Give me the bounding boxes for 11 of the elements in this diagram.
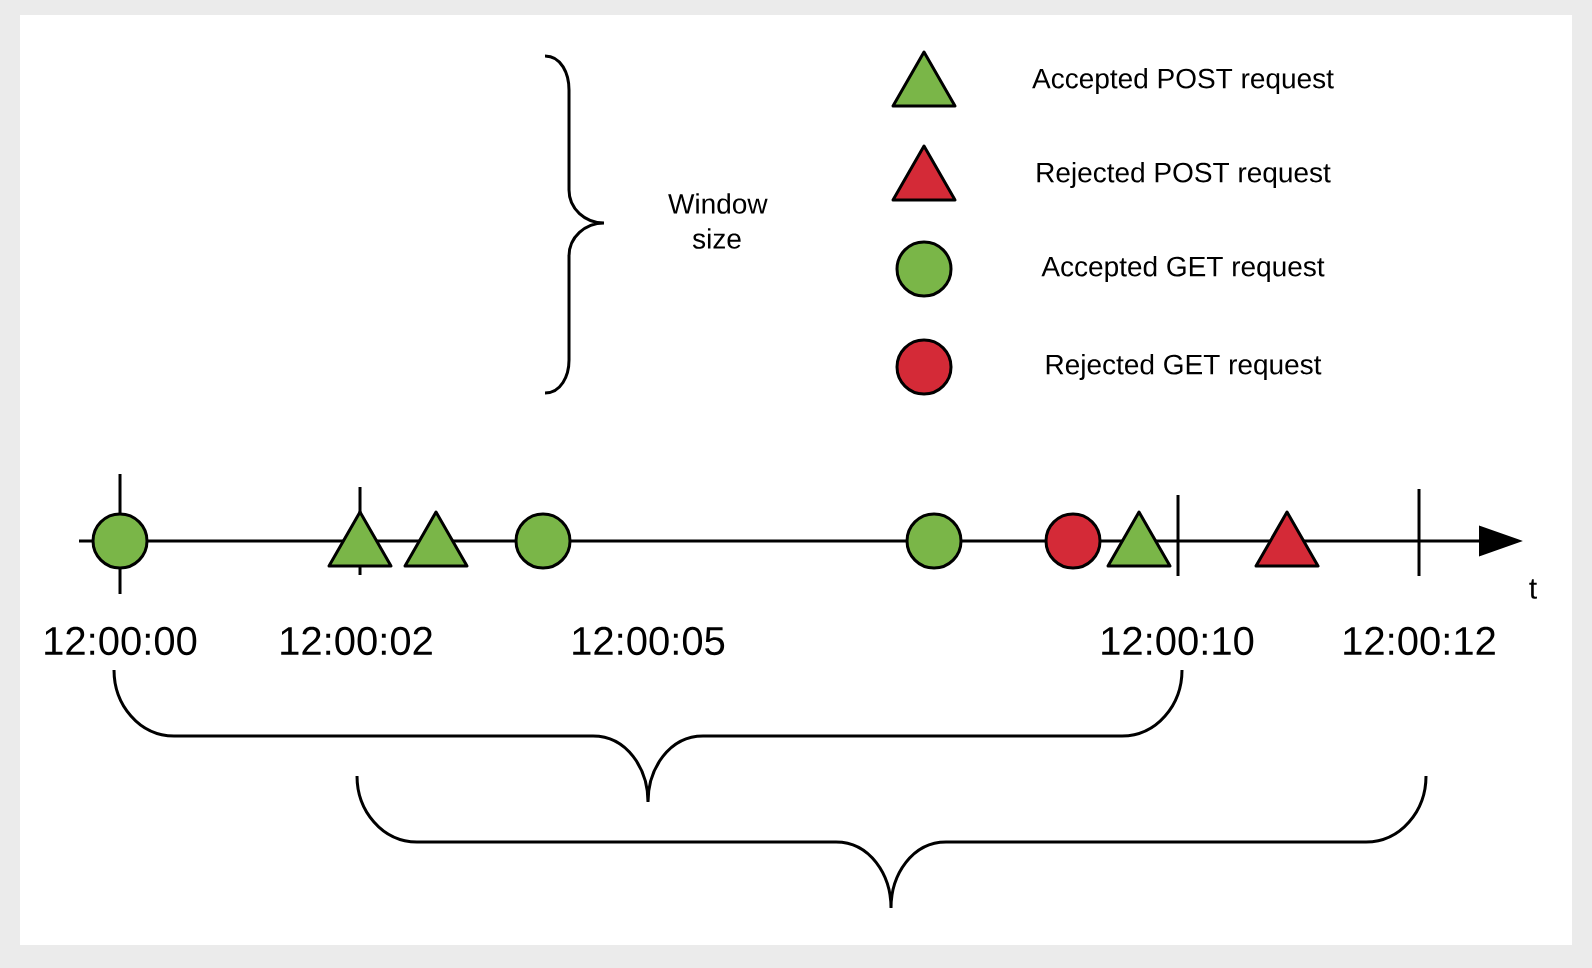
time-label: 12:00:02 (281, 626, 432, 656)
axis-label: t (1529, 579, 1537, 599)
time-label: 12:00:10 (1102, 626, 1254, 656)
legend-label: Rejected POST request (1037, 161, 1331, 189)
legend-label: Accepted GET request (1041, 255, 1325, 283)
time-label: 12:00:12 (1344, 626, 1495, 656)
time-label: 12:00:00 (45, 626, 197, 656)
time-label: 12:00:05 (573, 626, 725, 656)
legend-label: Rejected GET request (1046, 353, 1322, 381)
legend-label: Accepted POST request (1032, 67, 1334, 95)
window-size-label: Window size (668, 193, 768, 249)
